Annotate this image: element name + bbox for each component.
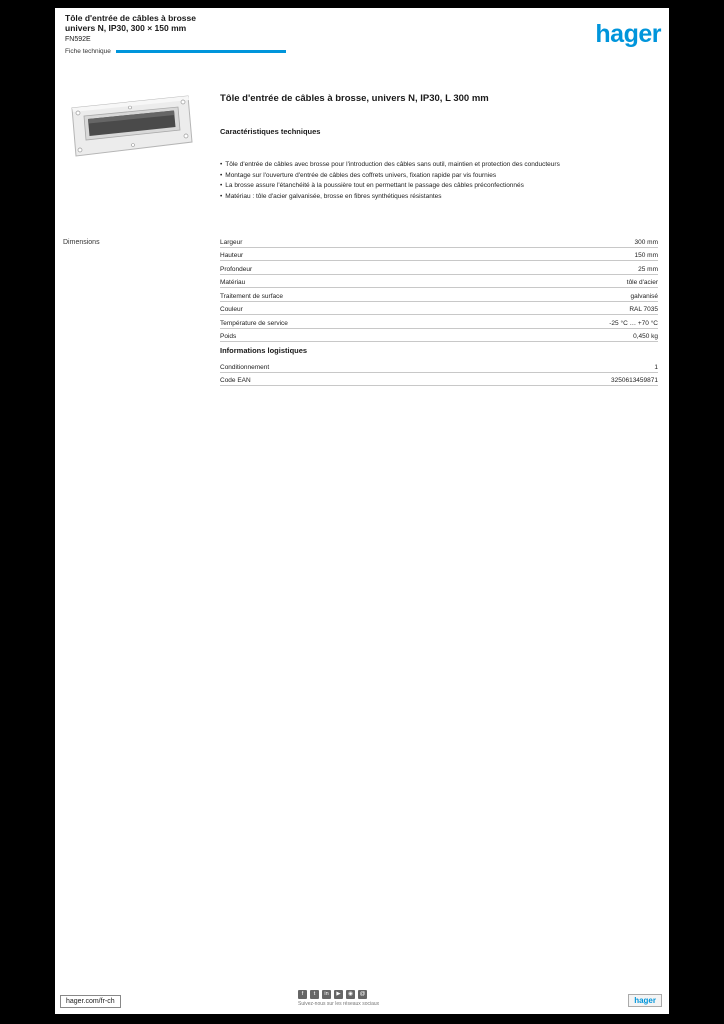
header-title-line2: univers N, IP30, 300 × 150 mm (65, 23, 187, 33)
side-section-label: Dimensions (63, 239, 100, 246)
spec-row: Largeur 300 mm (220, 234, 658, 248)
spec-label: Température de service (220, 319, 288, 327)
spec-label: Largeur (220, 238, 243, 246)
feature-text: Matériau : tôle d'acier galvanisée, bros… (225, 192, 442, 200)
accent-rule (115, 50, 286, 53)
social-block: f t in ▶ ◉ @ Suivez-nous sur les réseaux… (298, 990, 379, 1007)
spec-row: Couleur RAL 7035 (220, 302, 658, 315)
bullet-icon: • (220, 161, 223, 168)
youtube-icon[interactable]: ▶ (334, 990, 343, 999)
logistics-label: Conditionnement (220, 363, 270, 371)
spec-value: 150 mm (634, 252, 658, 259)
spec-label: Traitement de surface (220, 292, 283, 300)
feature-text: Montage sur l'ouverture d'entrée de câbl… (225, 171, 497, 179)
section-logistics-title: Informations logistiques (220, 346, 308, 355)
social-caption: Suivez-nous sur les réseaux sociaux (298, 1001, 380, 1007)
spec-row: Poids 0,450 kg (220, 329, 658, 342)
header-title-line1: Tôle d'entrée de câbles à brosse (65, 13, 196, 23)
spec-row: Matériau tôle d'acier (220, 275, 658, 288)
cable-entry-plate-illustration (71, 95, 193, 157)
blog-icon[interactable]: @ (358, 990, 367, 999)
feature-item: • Tôle d'entrée de câbles avec brosse po… (220, 160, 658, 171)
bullet-icon: • (220, 182, 223, 189)
logistics-row: Code EAN 3250613459871 (220, 373, 658, 386)
feature-item: • La brosse assure l'étanchéité à la pou… (220, 181, 658, 192)
website-link[interactable]: hager.com/fr-ch (60, 995, 121, 1008)
feature-text: Tôle d'entrée de câbles avec brosse pour… (225, 161, 560, 168)
logistics-value: 1 (654, 363, 658, 371)
page-footer: hager.com/fr-ch f t in ▶ ◉ @ Suivez-nous… (60, 988, 662, 1008)
header-reference: FN592E (65, 36, 91, 43)
social-icons: f t in ▶ ◉ @ (298, 990, 379, 999)
feature-list: • Tôle d'entrée de câbles avec brosse po… (220, 160, 658, 202)
doc-type-label: Fiche technique (65, 48, 111, 55)
spec-label: Hauteur (220, 252, 244, 259)
logistics-label: Code EAN (220, 377, 251, 384)
spec-value: -25 °C … +70 °C (609, 319, 658, 327)
spec-value: 0,450 kg (633, 333, 658, 340)
facebook-icon[interactable]: f (298, 990, 307, 999)
spec-label: Matériau (220, 279, 246, 286)
logistics-section: Informations logistiques Conditionnement… (220, 346, 658, 386)
hager-logo: hager (595, 20, 661, 48)
spec-value: tôle d'acier (626, 279, 658, 286)
spec-value: 25 mm (638, 265, 658, 273)
feature-text: La brosse assure l'étanchéité à la pouss… (225, 182, 524, 189)
spec-label: Poids (220, 333, 237, 340)
product-title: Tôle d'entrée de câbles à brosse, univer… (220, 93, 489, 104)
spec-row: Température de service -25 °C … +70 °C (220, 315, 658, 329)
header-block: Tôle d'entrée de câbles à brosse univers… (65, 13, 365, 55)
instagram-icon[interactable]: ◉ (346, 990, 355, 999)
spec-label: Couleur (220, 306, 243, 313)
product-photo (62, 86, 200, 166)
linkedin-icon[interactable]: in (322, 990, 331, 999)
spec-row: Traitement de surface galvanisé (220, 288, 658, 302)
spec-value: 300 mm (634, 238, 658, 246)
spec-row: Profondeur 25 mm (220, 261, 658, 275)
feature-item: • Montage sur l'ouverture d'entrée de câ… (220, 171, 658, 182)
logistics-row: Conditionnement 1 (220, 359, 658, 373)
spec-row: Hauteur 150 mm (220, 248, 658, 261)
datasheet-page: Tôle d'entrée de câbles à brosse univers… (55, 8, 669, 1014)
spec-value: galvanisé (630, 292, 658, 300)
spec-value: RAL 7035 (629, 306, 658, 313)
header-doc-row: Fiche technique (65, 48, 365, 55)
spec-label: Profondeur (220, 265, 253, 273)
footer-hager-logo: hager (628, 994, 662, 1007)
section-characteristics: Caractéristiques techniques (220, 127, 321, 136)
logistics-value: 3250613459871 (611, 377, 658, 384)
feature-item: • Matériau : tôle d'acier galvanisée, br… (220, 192, 658, 203)
bullet-icon: • (220, 171, 223, 179)
bullet-icon: • (220, 192, 223, 200)
twitter-icon[interactable]: t (310, 990, 319, 999)
spec-table: Largeur 300 mm Hauteur 150 mm Profondeur… (220, 234, 658, 342)
